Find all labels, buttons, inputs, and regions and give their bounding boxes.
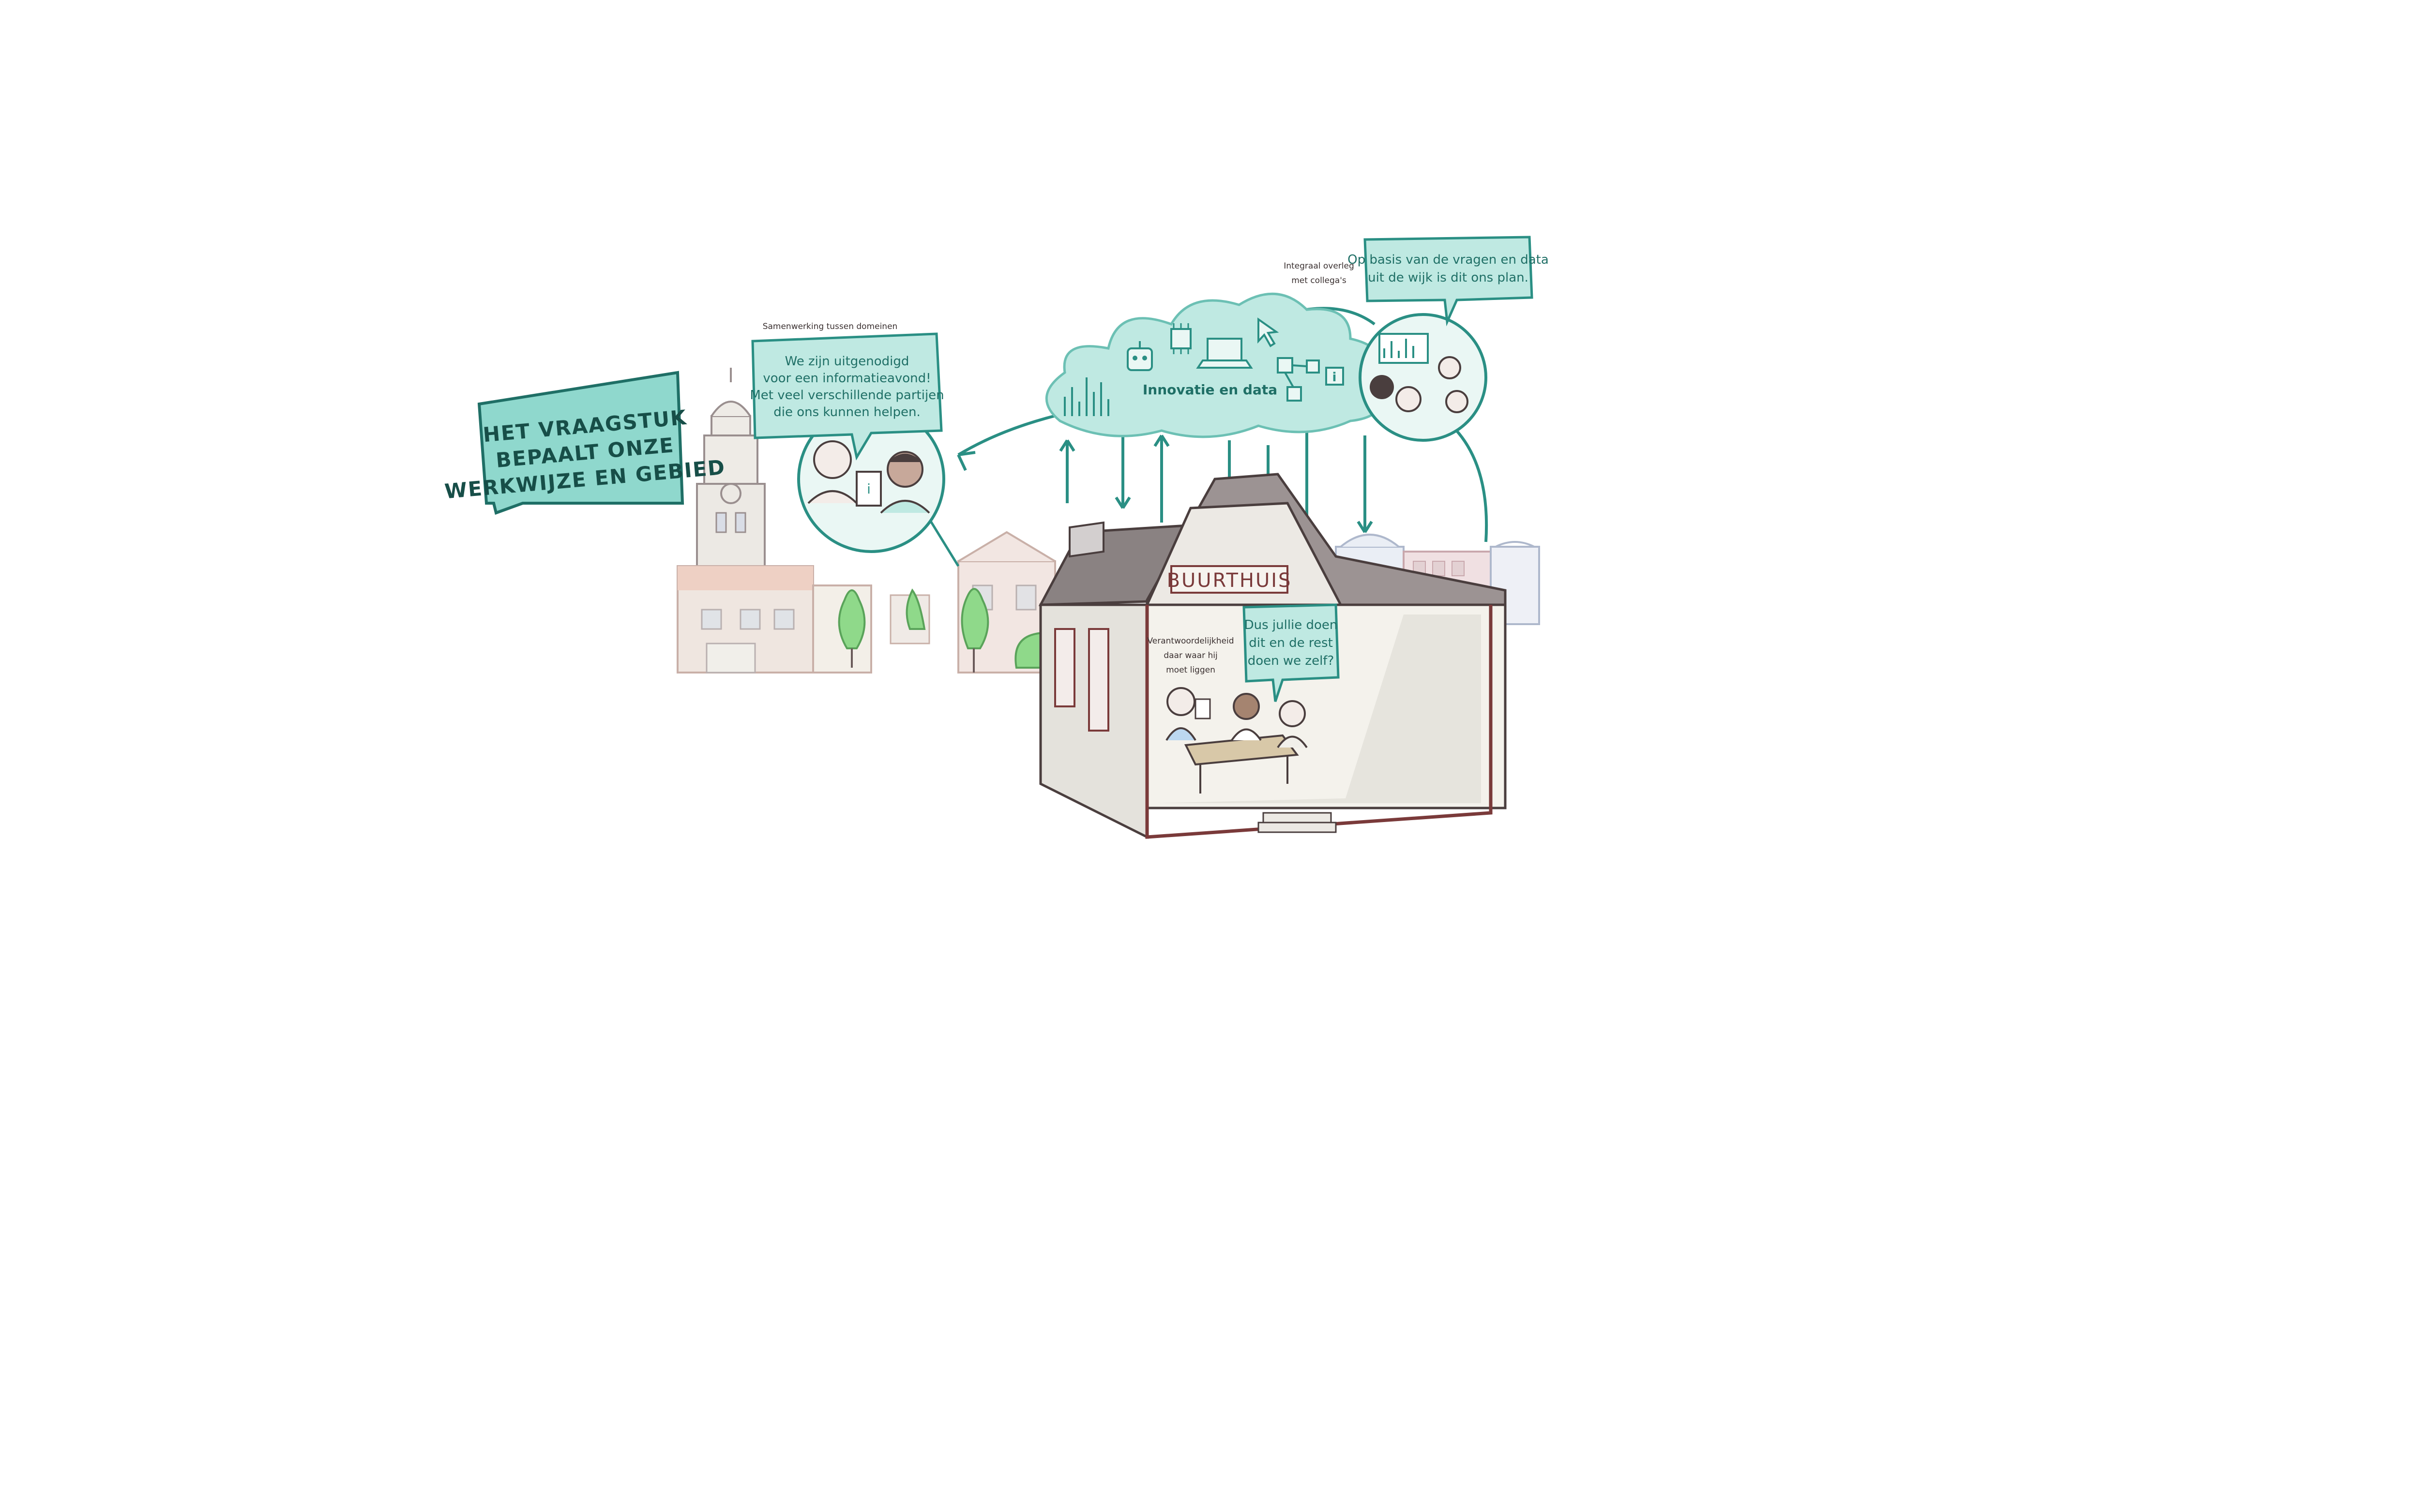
headline-banner: HET VRAAGSTUK BEPAALT ONZE WERKWIJZE EN …	[444, 371, 726, 515]
chip-icon	[1170, 323, 1192, 354]
church-tower	[696, 368, 766, 572]
integral-caption-line-1: Integraal overleg	[1284, 261, 1354, 271]
speech-bubble-split: Dus jullie doen dit en de rest doen we z…	[1242, 603, 1340, 702]
cursor-icon	[1257, 317, 1279, 347]
bubble-invited-line-2: voor een informatieavond!	[763, 371, 931, 386]
speech-bubble-plan: Op basis van de vragen en data uit de wi…	[1347, 236, 1549, 327]
person-avatar	[1370, 375, 1394, 399]
svg-text:i: i	[867, 481, 871, 497]
person-avatar	[1438, 356, 1461, 379]
person-avatar	[1445, 390, 1468, 413]
person-avatar	[1233, 693, 1260, 720]
bubble-invited-line-3: Met veel verschillende partijen	[750, 388, 944, 403]
arrow-plan-to-house	[1451, 424, 1488, 542]
neighbours-at-table	[1165, 687, 1308, 793]
robot-icon	[1127, 341, 1153, 371]
bubble-split-line-1: Dus jullie doen	[1244, 618, 1338, 632]
bubble-plan-line-2: uit de wijk is dit ons plan.	[1368, 270, 1528, 285]
collab-caption: Samenwerking tussen domeinen	[763, 322, 898, 331]
svg-text:i: i	[1332, 370, 1337, 385]
integral-caption-line-2: met collega's	[1291, 276, 1346, 285]
tree	[906, 588, 926, 630]
tree	[838, 589, 866, 668]
responsibility-caption-line-1: Verantwoordelijkheid	[1147, 636, 1234, 646]
bubble-split-line-3: doen we zelf?	[1248, 654, 1334, 668]
laptop-icon	[1196, 338, 1253, 369]
person-avatar	[1395, 386, 1422, 412]
person-avatar	[813, 440, 852, 479]
speech-bubble-invited: We zijn uitgenodigd voor een informatiea…	[750, 332, 944, 461]
info-icon: i	[1325, 367, 1344, 386]
bubble-invited-line-4: die ons kunnen helpen.	[773, 405, 921, 419]
buurthuis-building: BUURTHUIS	[1038, 473, 1507, 839]
cloud-title: Innovatie en data	[1143, 382, 1277, 398]
bubble-invited-line-1: We zijn uitgenodigd	[785, 354, 909, 369]
person-avatar	[1279, 700, 1306, 727]
innovation-cloud: i Innovatie en data	[1045, 292, 1382, 438]
flowchart-icon	[1277, 357, 1320, 402]
responsibility-caption-line-2: daar waar hij	[1164, 651, 1217, 660]
tree	[961, 588, 989, 673]
bubble-split-line-2: dit en de rest	[1249, 636, 1333, 650]
meeting-vignette-right	[1359, 313, 1487, 442]
buurthuis-sign: BUURTHUIS	[1167, 569, 1292, 592]
bar-chart-icon	[1064, 377, 1109, 416]
responsibility-caption-line-3: moet liggen	[1166, 665, 1215, 675]
person-avatar	[1166, 687, 1195, 716]
bubble-plan-line-1: Op basis van de vragen en data	[1347, 253, 1549, 267]
